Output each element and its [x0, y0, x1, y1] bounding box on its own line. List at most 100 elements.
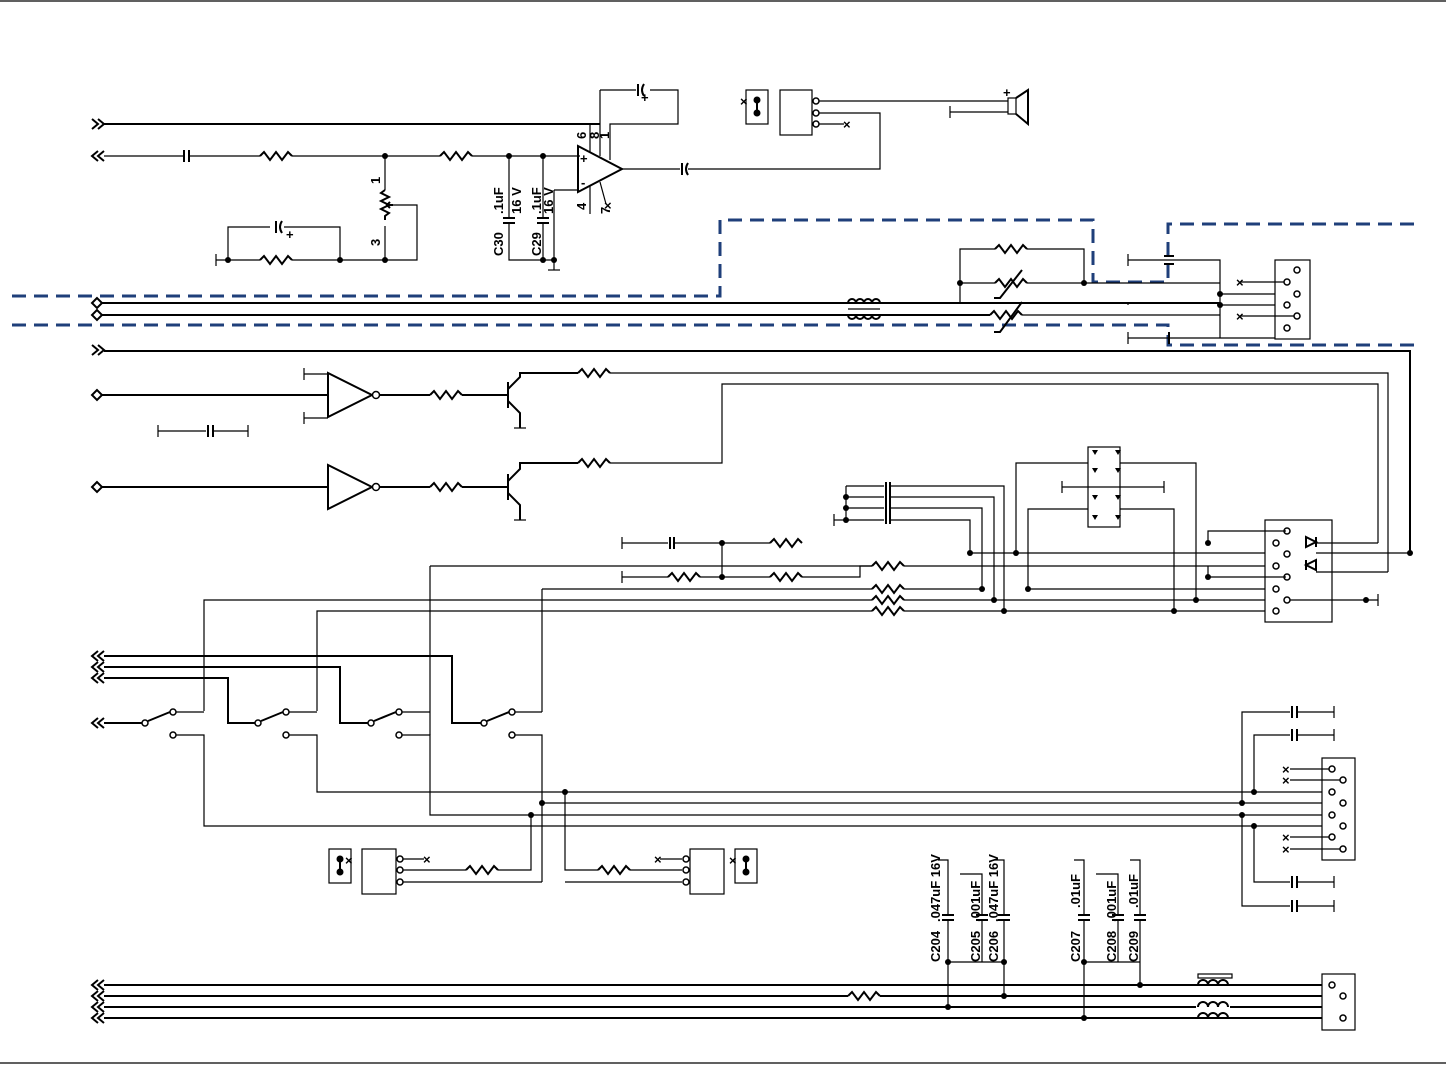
resistor — [430, 483, 462, 491]
c205-value: .001uF — [968, 881, 983, 922]
connector-pin — [1329, 789, 1335, 795]
connector-bus — [92, 673, 104, 683]
transistor-emitter — [508, 401, 520, 428]
choke-core — [1198, 974, 1232, 978]
jack-pin — [397, 879, 403, 885]
connector-switch-common — [92, 718, 104, 728]
c207-value: .01uF — [1068, 874, 1083, 908]
junction — [1137, 982, 1143, 988]
connector-pin — [1294, 313, 1300, 319]
jack-pin — [683, 856, 689, 862]
opamp-minus: - — [581, 175, 585, 190]
c204-value: .047uF 16V — [928, 854, 943, 922]
connector-in — [92, 345, 104, 355]
switch-contact — [396, 709, 402, 715]
junction — [1001, 993, 1007, 999]
c205-ref: C205 — [968, 931, 983, 962]
connector-bus — [92, 1013, 104, 1023]
connector-bus — [92, 651, 104, 661]
no-connect: × — [843, 117, 851, 132]
connector-pin — [1340, 800, 1346, 806]
resistor — [848, 992, 880, 1000]
junction — [957, 280, 963, 286]
connector-out-audio — [92, 151, 104, 161]
wire-bus-3 — [104, 678, 256, 723]
ptc-thermistor — [990, 311, 1022, 319]
wire — [498, 815, 531, 870]
connector-bus — [92, 1002, 104, 1012]
connector-pin — [1329, 834, 1335, 840]
connector-diamond — [92, 310, 102, 320]
speaker-cone-icon — [1016, 90, 1028, 124]
output-connector — [1322, 974, 1355, 1030]
connector-pin — [1329, 982, 1335, 988]
resistor — [770, 539, 802, 547]
phone-line-connector — [1275, 260, 1310, 339]
switch-pole — [481, 720, 487, 726]
switch-pole — [255, 720, 261, 726]
wire — [176, 735, 1334, 826]
jack-pin — [813, 98, 819, 104]
connector-pin — [1329, 812, 1335, 818]
junction — [1205, 540, 1211, 546]
resistor — [770, 573, 802, 581]
polarity-mark: + — [641, 90, 649, 105]
c30-voltage: 16 V — [509, 187, 524, 214]
switch-pole — [142, 720, 148, 726]
shield-dashed-line-lower — [12, 325, 1420, 345]
junction — [1001, 959, 1007, 965]
no-connect: × — [1282, 842, 1290, 857]
wire — [317, 611, 872, 711]
switch-contact — [283, 709, 289, 715]
connector-pin — [1329, 766, 1335, 772]
cap-bank-wires — [846, 486, 884, 520]
connector-pin — [1340, 1015, 1346, 1021]
speaker-jack-body — [780, 90, 812, 135]
junction — [967, 550, 973, 556]
polarity-mark: + — [286, 227, 294, 242]
transistor-collector — [508, 463, 578, 481]
c30-ref: C30 — [491, 232, 506, 256]
switch-bank-section: × × × × × — [92, 651, 1355, 912]
wire — [960, 249, 995, 303]
wire — [515, 735, 542, 882]
resistor — [578, 459, 610, 467]
jack-body — [362, 849, 396, 894]
switch-pole — [368, 720, 374, 726]
connector-pin — [1340, 993, 1346, 999]
switch-contact — [509, 709, 515, 715]
junction — [1407, 550, 1413, 556]
inverter-bubble — [373, 484, 380, 491]
no-connect: × — [1282, 773, 1290, 788]
junction — [1081, 1015, 1087, 1021]
connector-diamond — [92, 390, 102, 400]
connector-pin — [1284, 597, 1290, 603]
connector-bus — [92, 980, 104, 990]
switch-blade — [374, 712, 396, 721]
wire — [1028, 509, 1088, 589]
junction — [1013, 550, 1019, 556]
resistor — [872, 596, 904, 604]
wire — [1016, 463, 1088, 553]
switch-contact — [170, 709, 176, 715]
c209-value: .01uF — [1126, 874, 1141, 908]
pot-pin-3-label: 3 — [368, 239, 383, 246]
c208-ref: C208 — [1104, 931, 1119, 962]
resistor — [668, 573, 700, 581]
connector-diamond — [92, 298, 102, 308]
bridge-optocoupler-section — [204, 447, 1413, 735]
speaker-icon — [1008, 98, 1016, 114]
resistor — [872, 607, 904, 615]
switch-blade — [261, 712, 283, 721]
no-connect: × — [345, 853, 353, 868]
connector-pin — [1340, 777, 1346, 783]
transistor-collector — [508, 373, 578, 389]
opamp-pin-1: 1 — [597, 132, 612, 139]
c209-ref: C209 — [1126, 931, 1141, 962]
no-connect: × — [423, 852, 431, 867]
junction — [1205, 574, 1211, 580]
transistor-emitter — [508, 493, 520, 520]
interface-connector — [1322, 758, 1355, 860]
switch-contact — [170, 732, 176, 738]
